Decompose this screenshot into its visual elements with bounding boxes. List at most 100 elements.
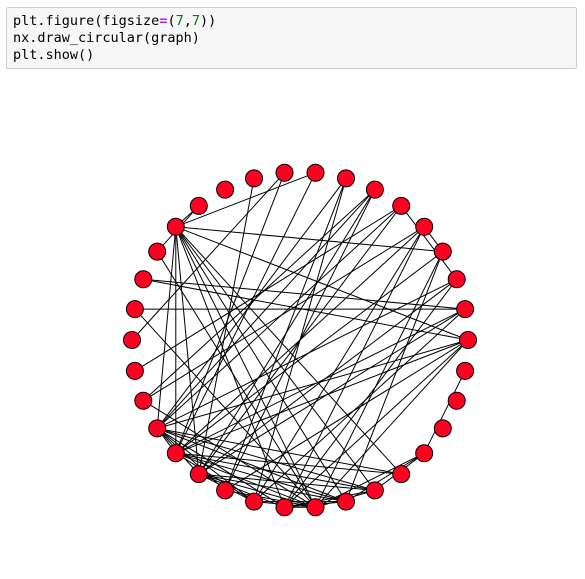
graph-edge xyxy=(134,205,402,372)
graph-edge xyxy=(143,226,425,402)
graph-node xyxy=(447,270,466,289)
graph-edge xyxy=(157,339,469,429)
graph-edge xyxy=(157,427,376,491)
code-line-2: nx.draw_circular(graph) xyxy=(13,30,570,47)
graph-node xyxy=(125,361,144,380)
graph-node xyxy=(415,444,434,463)
graph-edge xyxy=(175,172,285,454)
graph-node xyxy=(337,492,355,511)
graph-node xyxy=(216,180,235,199)
graph-edge xyxy=(224,339,469,491)
code-token: 7 xyxy=(175,13,184,29)
graph-node xyxy=(134,270,153,289)
graph-edge xyxy=(156,226,177,429)
graph-edge xyxy=(224,178,347,491)
graph-edge xyxy=(175,226,376,491)
graph-edge xyxy=(284,226,425,508)
graph-edge xyxy=(143,278,469,341)
graph-edge xyxy=(143,400,316,508)
graph-edge xyxy=(315,339,469,508)
graph-edge xyxy=(198,308,466,475)
graph-edge xyxy=(175,226,316,508)
graph-edge xyxy=(175,172,316,228)
graph-node xyxy=(306,163,325,182)
code-token: 7 xyxy=(191,13,201,29)
graph-edge xyxy=(198,473,347,503)
graph-edge xyxy=(134,308,316,508)
graph-edge xyxy=(175,452,375,491)
graph-edge xyxy=(175,226,347,502)
graph-node xyxy=(148,419,167,438)
graph-node xyxy=(275,498,294,517)
graph-node xyxy=(134,391,153,410)
graph-edge xyxy=(198,178,255,475)
cell-output xyxy=(0,70,585,579)
graph-edge xyxy=(175,251,444,454)
graph-edge xyxy=(175,452,402,475)
graph-node xyxy=(456,361,475,380)
graph-node xyxy=(189,196,208,215)
graph-edge xyxy=(131,172,285,341)
graph-edge xyxy=(175,172,316,454)
graph-edge xyxy=(253,308,466,502)
code-token: plt.show() xyxy=(13,47,95,63)
graph-node xyxy=(275,163,294,182)
graph-node xyxy=(433,242,452,261)
graph-node xyxy=(456,300,475,319)
graph-node xyxy=(166,217,185,236)
graph-edges xyxy=(131,172,469,508)
graph-node xyxy=(125,300,144,319)
graph-edge xyxy=(175,452,347,503)
graph-node xyxy=(365,481,384,500)
graph-node xyxy=(459,331,477,349)
code-cell[interactable]: plt.figure(figsize=(7,7)) nx.draw_circul… xyxy=(6,7,577,69)
graph-edge xyxy=(198,278,458,475)
code-token: ( xyxy=(167,13,176,29)
graph-node xyxy=(245,492,263,511)
graph-edge xyxy=(400,205,458,280)
graph-edge xyxy=(175,308,466,454)
graph-node xyxy=(365,180,384,199)
graph-edge xyxy=(156,178,347,429)
code-token: nx.draw_circular(graph) xyxy=(13,30,200,46)
graph-edge xyxy=(156,251,316,508)
graph-nodes xyxy=(123,163,477,517)
graph-node xyxy=(433,419,452,438)
code-token: = xyxy=(159,13,168,29)
graph-edge xyxy=(175,339,469,454)
graph-node xyxy=(245,169,263,188)
graph-edge xyxy=(142,189,376,402)
code-token: , xyxy=(183,13,192,29)
graph-edge xyxy=(315,452,425,508)
graph-node xyxy=(216,481,235,500)
graph-node xyxy=(447,391,466,410)
graph-node xyxy=(415,217,434,236)
graph-edge xyxy=(284,278,458,508)
graph-node xyxy=(189,465,208,484)
graph-node xyxy=(166,444,185,463)
graph-edge xyxy=(175,226,443,253)
graph-node xyxy=(392,196,411,215)
network-graph-plot xyxy=(123,163,477,517)
graph-edge xyxy=(175,226,469,341)
code-line-3: plt.show() xyxy=(13,47,570,64)
graph-node xyxy=(148,242,167,261)
graph-edge xyxy=(198,473,375,491)
code-token: plt.figure(figsize xyxy=(13,13,160,29)
graph-edge xyxy=(156,427,285,508)
graph-edge xyxy=(156,189,376,429)
graph-edge xyxy=(315,251,444,508)
graph-edge xyxy=(157,427,402,475)
graph-edge xyxy=(253,226,425,502)
graph-node xyxy=(123,331,141,349)
graph-edge xyxy=(175,452,316,508)
graph-edge xyxy=(175,226,285,508)
code-token: )) xyxy=(200,13,217,29)
code-line-1: plt.figure(figsize=(7,7)) xyxy=(13,13,570,30)
graph-edge xyxy=(175,226,402,475)
graph-node xyxy=(337,169,355,188)
graph-edge xyxy=(423,370,466,454)
graph-node xyxy=(306,498,325,517)
graph-node xyxy=(392,465,411,484)
graph-edge xyxy=(157,427,347,503)
